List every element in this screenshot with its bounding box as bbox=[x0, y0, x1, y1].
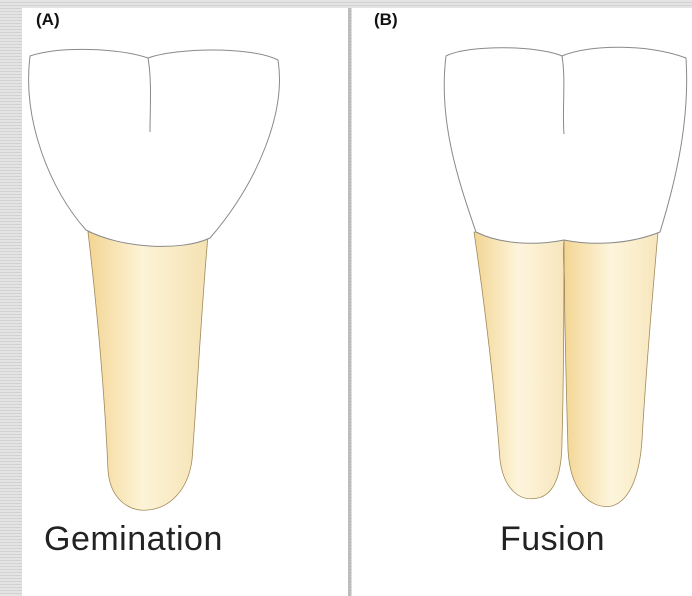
fusion-tooth bbox=[444, 47, 687, 506]
gemination-tooth bbox=[29, 49, 280, 510]
panel-label-a: (A) bbox=[36, 10, 60, 30]
gemination-crown bbox=[29, 49, 280, 246]
panel-label-b: (B) bbox=[374, 10, 398, 30]
caption-fusion: Fusion bbox=[500, 520, 605, 559]
caption-gemination: Gemination bbox=[44, 520, 223, 559]
gemination-root bbox=[88, 232, 208, 510]
fusion-crown bbox=[444, 47, 687, 243]
fusion-root-right bbox=[564, 232, 658, 507]
fusion-root-left bbox=[474, 232, 564, 499]
